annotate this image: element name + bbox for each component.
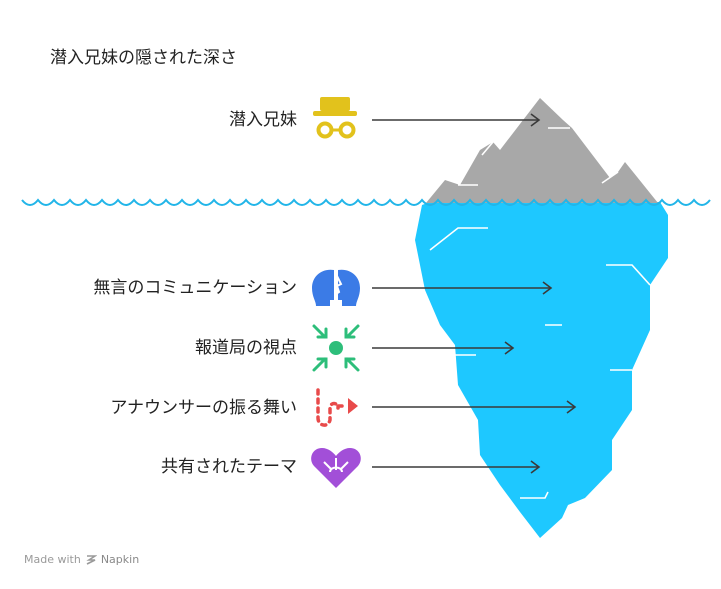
arrowhead-1	[530, 113, 541, 127]
iceberg-above-water	[426, 98, 658, 203]
iceberg-underwater	[415, 202, 668, 538]
dashed-path-arrow-icon	[316, 388, 358, 427]
iceberg-highlights	[429, 227, 651, 499]
arrowhead-3	[504, 341, 515, 355]
iceberg-top-highlights	[458, 127, 619, 186]
item-label-4: アナウンサーの振る舞い	[110, 398, 297, 418]
item-label-3: 報道局の視点	[195, 338, 297, 358]
item-label-2: 無言のコミュニケーション	[93, 278, 297, 298]
diagram-title: 潜入兄妹の隠された深さ	[50, 48, 237, 68]
napkin-logo-icon	[86, 554, 97, 565]
made-with-text: Made with	[24, 553, 81, 566]
arrowhead-4	[566, 400, 577, 414]
connector-arrows	[372, 113, 577, 474]
arrowhead-2	[542, 281, 553, 295]
focus-arrows-icon	[312, 324, 360, 372]
item-label-1: 潜入兄妹	[229, 110, 297, 130]
item-label-5: 共有されたテーマ	[161, 457, 297, 477]
arrowhead-5	[530, 460, 541, 474]
napkin-brand: Napkin	[100, 553, 140, 566]
water-line	[21, 198, 711, 206]
spy-hat-glasses-icon	[313, 97, 357, 139]
two-faces-icon	[312, 269, 360, 306]
made-with-footer: Made with Napkin	[24, 553, 139, 566]
puzzle-heart-icon	[311, 448, 361, 488]
